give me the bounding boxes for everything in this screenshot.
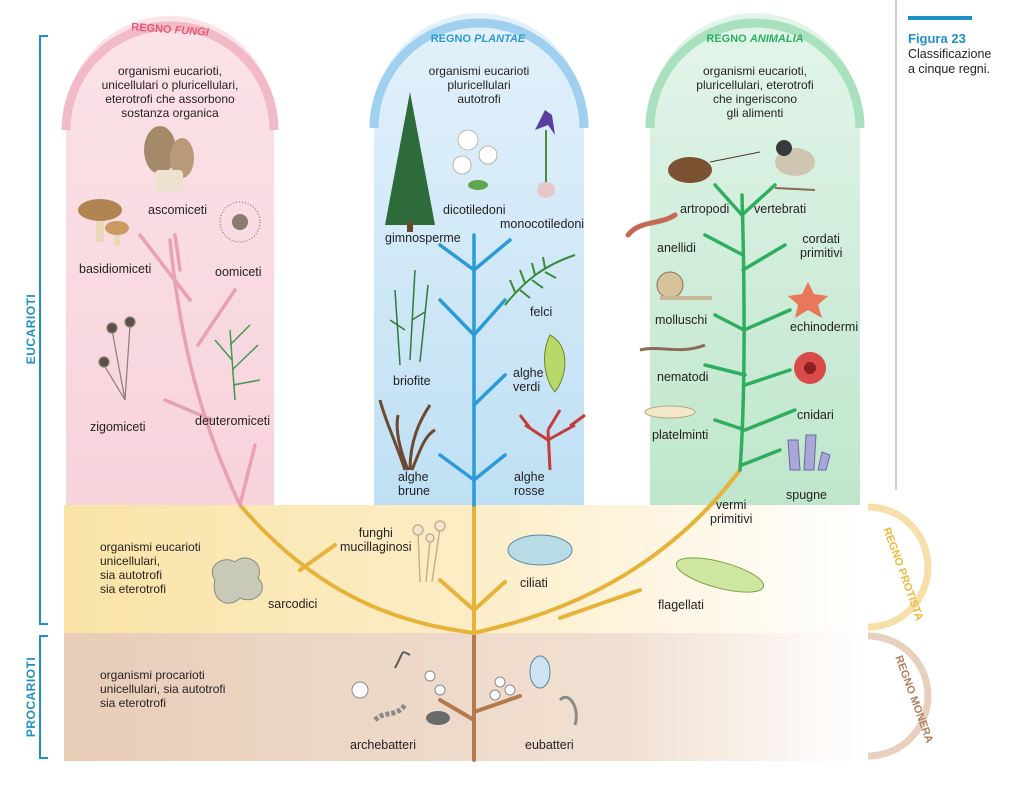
figure-number: Figura 23 — [908, 31, 966, 46]
zigomiceti-illustration — [98, 316, 136, 401]
alghe-rosse-label: alghe rosse — [514, 470, 545, 498]
alghe-rosse-illustration — [518, 409, 586, 471]
figure-caption: Classificazione a cinque regni. — [908, 47, 992, 76]
deuteromiceti-illustration — [214, 324, 261, 401]
sarcodici-label: sarcodici — [268, 597, 318, 611]
eubatteri-label: eubatteri — [525, 738, 574, 752]
funghi-mucillaginosi-label: funghi mucillaginosi — [340, 526, 412, 554]
cordati-primitivi-label: cordati primitivi — [800, 232, 843, 260]
monocotiledoni-illustration — [535, 110, 555, 198]
plantae-title: REGNO PLANTAE — [430, 33, 526, 45]
sarcodici-illustration — [212, 557, 263, 604]
funghi-mucillaginosi-illustration — [412, 520, 446, 583]
nematodi-illustration — [639, 343, 706, 352]
ascomiceti-illustration — [144, 126, 194, 192]
alghe-verdi-label: alghe verdi — [513, 366, 544, 394]
plantae-panel — [369, 13, 589, 505]
plantae-description: organismi eucarioti pluricellulari autot… — [428, 64, 530, 106]
eucarioti-label: EUCARIOTI — [24, 293, 38, 365]
echinodermi-illustration — [788, 282, 828, 318]
ciliati-illustration — [507, 534, 573, 566]
eubatteri-illustration — [489, 655, 578, 726]
briofite-label: briofite — [393, 374, 431, 388]
spugne-label: spugne — [786, 488, 828, 502]
cnidari-label: cnidari — [797, 408, 834, 422]
oomiceti-label: oomiceti — [215, 265, 262, 279]
platelminti-label: platelminti — [652, 428, 709, 442]
monera-band — [64, 633, 864, 761]
alghe-brune-illustration — [378, 399, 436, 471]
protista-description: organismi eucarioti unicellulari, sia au… — [100, 540, 201, 596]
briofite-illustration — [389, 269, 429, 366]
spugne-illustration — [787, 434, 831, 471]
dicotiledoni-illustration — [452, 129, 498, 190]
anellidi-illustration — [625, 212, 678, 238]
cnidari-illustration — [794, 352, 826, 384]
vertebrati-label: vertebrati — [754, 202, 807, 216]
gimnosperme-label: gimnosperme — [385, 231, 461, 245]
ascomiceti-label: ascomiceti — [148, 203, 208, 217]
ciliati-label: ciliati — [520, 576, 548, 590]
molluschi-label: molluschi — [655, 313, 708, 327]
artropodi-illustration — [668, 151, 761, 183]
basidiomiceti-label: basidiomiceti — [79, 262, 152, 276]
vertebrati-illustration — [774, 140, 816, 191]
molluschi-illustration — [656, 271, 712, 300]
dicotiledoni-label: dicotiledoni — [443, 203, 506, 217]
gimnosperme-illustration — [385, 92, 435, 232]
archebatteri-label: archebatteri — [350, 738, 417, 752]
platelminti-illustration — [644, 405, 696, 419]
echinodermi-label: echinodermi — [790, 320, 859, 334]
zigomiceti-label: zigomiceti — [90, 420, 146, 434]
monera-description: organismi procarioti unicellulari, sia a… — [100, 668, 226, 710]
artropodi-label: artropodi — [680, 202, 730, 216]
alghe-brune-label: alghe brune — [398, 470, 430, 498]
oomiceti-illustration — [219, 201, 261, 243]
flagellati-label: flagellati — [658, 598, 704, 612]
procarioti-label: PROCARIOTI — [24, 656, 38, 738]
fungi-panel — [61, 16, 279, 505]
fungi-description: organismi eucarioti, unicellulari o plur… — [101, 64, 239, 120]
anellidi-label: anellidi — [657, 241, 696, 255]
animalia-description: organismi eucarioti, pluricellulari, ete… — [696, 64, 814, 120]
felci-label: felci — [530, 305, 553, 319]
deuteromiceti-label: deuteromiceti — [195, 414, 271, 428]
animalia-title: REGNO ANIMALIA — [706, 33, 804, 45]
felci-illustration — [504, 254, 576, 306]
archebatteri-illustration — [351, 651, 450, 725]
alghe-verdi-illustration — [544, 334, 566, 393]
vermi-primitivi-label: vermi primitivi — [710, 498, 753, 526]
monocotiledoni-label: monocotiledoni — [500, 217, 585, 231]
flagellati-illustration — [675, 557, 765, 593]
basidiomiceti-illustration — [78, 199, 129, 246]
nematodi-label: nematodi — [657, 370, 709, 384]
